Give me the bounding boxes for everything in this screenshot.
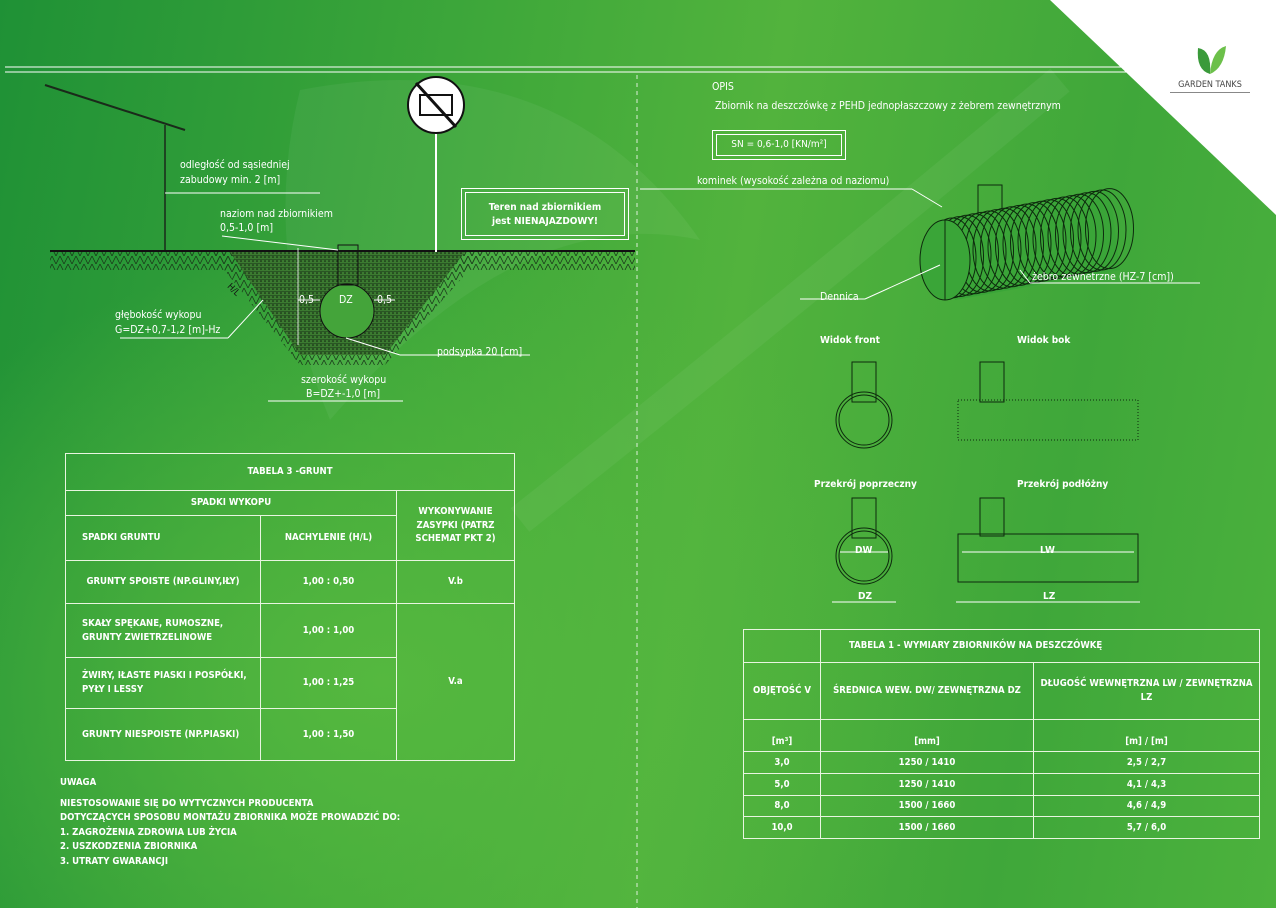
distance-label: odległość od sąsiedniej	[180, 159, 290, 171]
backfill-cell: V.a	[396, 603, 515, 761]
front-view-label: Widok front	[820, 335, 880, 346]
table-group-header: SPADKI WYKOPU	[65, 490, 397, 516]
width-label: szerokość wykopu	[301, 374, 387, 386]
slope-cell: 1,00 : 0,50	[260, 560, 397, 604]
diameter-cell: 1500 / 1660	[820, 795, 1034, 817]
volume-cell: 3,0	[743, 751, 821, 774]
cover-label: naziom nad zbiornikiem	[220, 208, 333, 220]
column-header: ŚREDNICA WEW. DW/ ZEWNĘTRZNA DZ	[820, 662, 1034, 720]
notice: UWAGA NIESTOSOWANIE SIĘ DO WYTYCZNYCH PR…	[60, 776, 400, 869]
notice-title: UWAGA	[60, 777, 97, 788]
column-header: WYKONYWANIE ZASYPKI (PATRZ SCHEMAT PKT 2…	[396, 490, 515, 561]
soil-table: TABELA 3 -GRUNT SPADKI WYKOPU WYKONYWANI…	[65, 453, 515, 761]
leaf-icon	[1197, 46, 1226, 74]
soil-cell: SKAŁY SPĘKANE, RUMOSZNE, GRUNTY ZWIETRZE…	[65, 603, 261, 658]
tank-rib	[1085, 188, 1134, 270]
slope-cell: 1,00 : 1,25	[260, 657, 397, 709]
lw-label: LW	[1040, 545, 1055, 556]
dw-label: DW	[855, 545, 873, 556]
lz-label: LZ	[1043, 591, 1056, 602]
soil-cell: ŻWIRY, IŁASTE PIASKI I POSPÓŁKI, PYŁY I …	[65, 657, 261, 709]
dimensions-table: TABELA 1 - WYMIARY ZBIORNIKÓW NA DESZCZÓ…	[743, 629, 1260, 839]
unit-cell: [m³]	[743, 719, 821, 752]
side-view-label: Widok bok	[1017, 335, 1071, 346]
sn-rating: SN = 0,6-1,0 [KN/m²]	[712, 130, 846, 160]
rib-label: żebro zewnetrzne (HZ-7 [cm])	[1032, 271, 1174, 283]
table-row: SKAŁY SPĘKANE, RUMOSZNE, GRUNTY ZWIETRZE…	[65, 603, 515, 761]
depth-formula: G=DZ+0,7-1,2 [m]-Hz	[115, 324, 221, 336]
column-header: OBJĘTOŚĆ V	[743, 662, 821, 720]
table-row: GRUNTY SPOISTE (NP.GLINY,IŁY)1,00 : 0,50…	[65, 560, 515, 604]
soil-cell: GRUNTY SPOISTE (NP.GLINY,IŁY)	[65, 560, 261, 604]
notice-line: NIESTOSOWANIE SIĘ DO WYTYCZNYCH PRODUCEN…	[60, 797, 314, 809]
table-title: TABELA 1 - WYMIARY ZBIORNIKÓW NA DESZCZÓ…	[820, 629, 1260, 663]
length-cell: 2,5 / 2,7	[1033, 751, 1260, 774]
length-cell: 4,1 / 4,3	[1033, 773, 1260, 796]
volume-cell: 10,0	[743, 816, 821, 839]
dz-label: DZ	[858, 591, 872, 602]
installation-diagram	[44, 76, 635, 402]
depth-label: głębokość wykopu	[115, 309, 202, 321]
backfill-cell: V.b	[396, 560, 515, 604]
notice-line: 1. ZAGROŻENIA ZDROWIA LUB ŻYCIA	[60, 826, 237, 838]
warning-line: Teren nad zbiornikiem	[488, 202, 602, 213]
volume-cell: 8,0	[743, 795, 821, 817]
dz-label: DZ	[339, 294, 353, 306]
table-row: GRUNTY NIESPOISTE (NP.PIASKI)1,00 : 1,50	[65, 708, 515, 761]
table-row: ŻWIRY, IŁASTE PIASKI I POSPÓŁKI, PYŁY I …	[65, 657, 515, 709]
length-cell: 4,6 / 4,9	[1033, 795, 1260, 817]
tank-drawings	[640, 184, 1200, 603]
slope-cell: 1,00 : 1,50	[260, 708, 397, 761]
description-title: OPIS	[712, 81, 734, 93]
long-section-label: Przekrój podłóżny	[1017, 479, 1109, 490]
gap-right: 0,5	[377, 294, 393, 306]
width-formula: B=DZ+-1,0 [m]	[306, 388, 381, 400]
notice-line: 2. USZKODZENIA ZBIORNIKA	[60, 841, 198, 852]
warning-line: jest NIENAJAZDOWY!	[492, 216, 598, 227]
unit-cell: [m] / [m]	[1033, 719, 1260, 752]
no-drive-warning: Teren nad zbiornikiem jest NIENAJAZDOWY!	[461, 188, 629, 240]
brand-logo: GARDEN TANKS	[1170, 40, 1250, 93]
volume-cell: 5,0	[743, 773, 821, 796]
diameter-cell: 1250 / 1410	[820, 773, 1034, 796]
chimney-label: kominek (wysokość zależna od naziomu)	[697, 175, 890, 187]
diameter-cell: 1250 / 1410	[820, 751, 1034, 774]
soil-cell: GRUNTY NIESPOISTE (NP.PIASKI)	[65, 708, 261, 761]
bedding-label: podsypka 20 [cm]	[437, 346, 523, 358]
slope-cell: 1,00 : 1,00	[260, 603, 397, 658]
column-header: NACHYLENIE (H/L)	[260, 515, 397, 561]
diameter-cell: 1500 / 1660	[820, 816, 1034, 839]
notice-line: 3. UTRATY GWARANCJI	[60, 855, 168, 867]
end-cap-label: Dennica	[820, 291, 859, 303]
column-header: SPADKI GRUNTU	[65, 515, 261, 561]
cover-value: 0,5-1,0 [m]	[220, 222, 274, 234]
distance-value: zabudowy min. 2 [m]	[180, 174, 281, 186]
notice-line: DOTYCZĄCYCH SPOSOBU MONTAŻU ZBIORNIKA MO…	[60, 812, 401, 823]
length-cell: 5,7 / 6,0	[1033, 816, 1260, 839]
table-title: TABELA 3 -GRUNT	[65, 453, 515, 491]
gap-left: 0,5	[299, 294, 315, 306]
description-text: Zbiornik na deszczówkę z PEHD jednopłasz…	[715, 100, 1061, 112]
column-header: DŁUGOŚĆ WEWNĘTRZNA LW / ZEWNĘTRZNA LZ	[1033, 662, 1260, 720]
unit-cell: [mm]	[820, 719, 1034, 752]
cross-section-label: Przekrój poprzeczny	[814, 479, 917, 490]
